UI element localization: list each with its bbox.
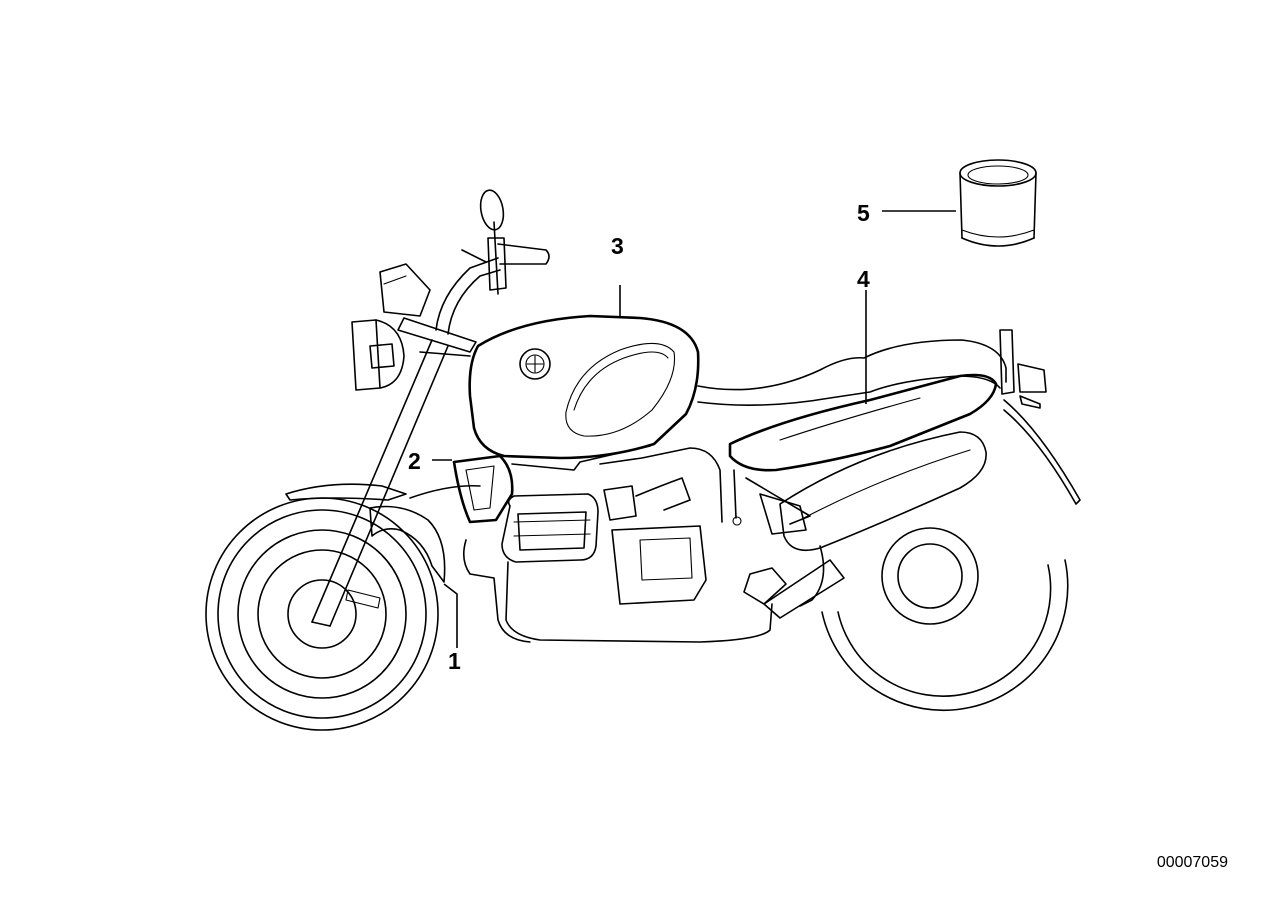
handlebar [435, 189, 550, 335]
rear-wheel [821, 527, 1069, 712]
callout-4: 4 [857, 266, 870, 292]
callout-3: 3 [611, 233, 624, 259]
seat [697, 339, 1007, 406]
leader-1 [443, 583, 458, 648]
roll-item [959, 159, 1037, 247]
headlight [351, 263, 431, 391]
exhaust [779, 431, 987, 607]
leader-lines [432, 210, 956, 648]
rear-side-cover [728, 373, 998, 472]
engine [462, 447, 773, 643]
fuel-tank [468, 314, 700, 460]
front-wheel [205, 497, 439, 731]
tail-section [999, 329, 1081, 505]
callout-5: 5 [857, 200, 870, 226]
document-number: 00007059 [1157, 854, 1228, 871]
front-fork [311, 317, 477, 627]
frame [409, 477, 845, 619]
callout-1: 1 [448, 648, 461, 674]
front-fender [285, 483, 446, 583]
callout-2: 2 [408, 448, 421, 474]
